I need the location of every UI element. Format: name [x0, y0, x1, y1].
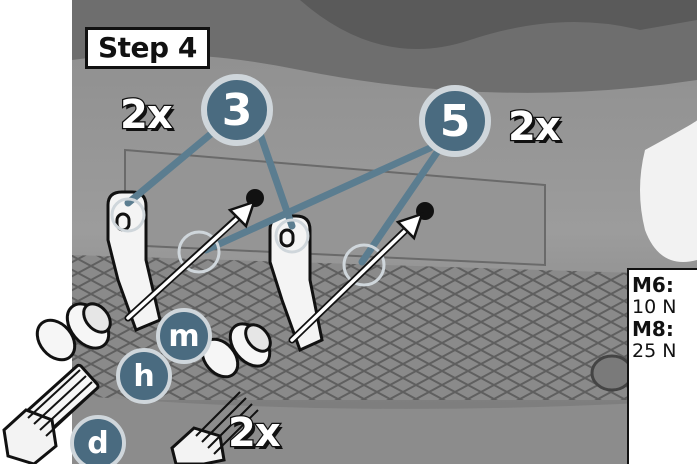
quantity-label-right: 2x [507, 103, 562, 152]
torque-spec-m6-value: 10 N [632, 296, 677, 318]
part-callout-5: 5 [419, 85, 491, 157]
part-callout-3: 3 [201, 74, 273, 146]
quantity-label-bottom: 2x [227, 409, 282, 458]
torque-spec-panel: M6: 10 N M8: 25 N [627, 268, 697, 464]
hardware-callout-h: h [116, 348, 172, 404]
torque-spec-m6-label: M6: [632, 273, 674, 297]
hardware-callout-d: d [70, 415, 126, 464]
torque-spec-m8-label: M8: [632, 317, 674, 341]
step-label: Step 4 [85, 27, 210, 69]
torque-spec-m8-value: 25 N [632, 340, 677, 362]
hardware-callout-m: m [156, 308, 212, 364]
quantity-label-left: 2x [119, 91, 174, 140]
